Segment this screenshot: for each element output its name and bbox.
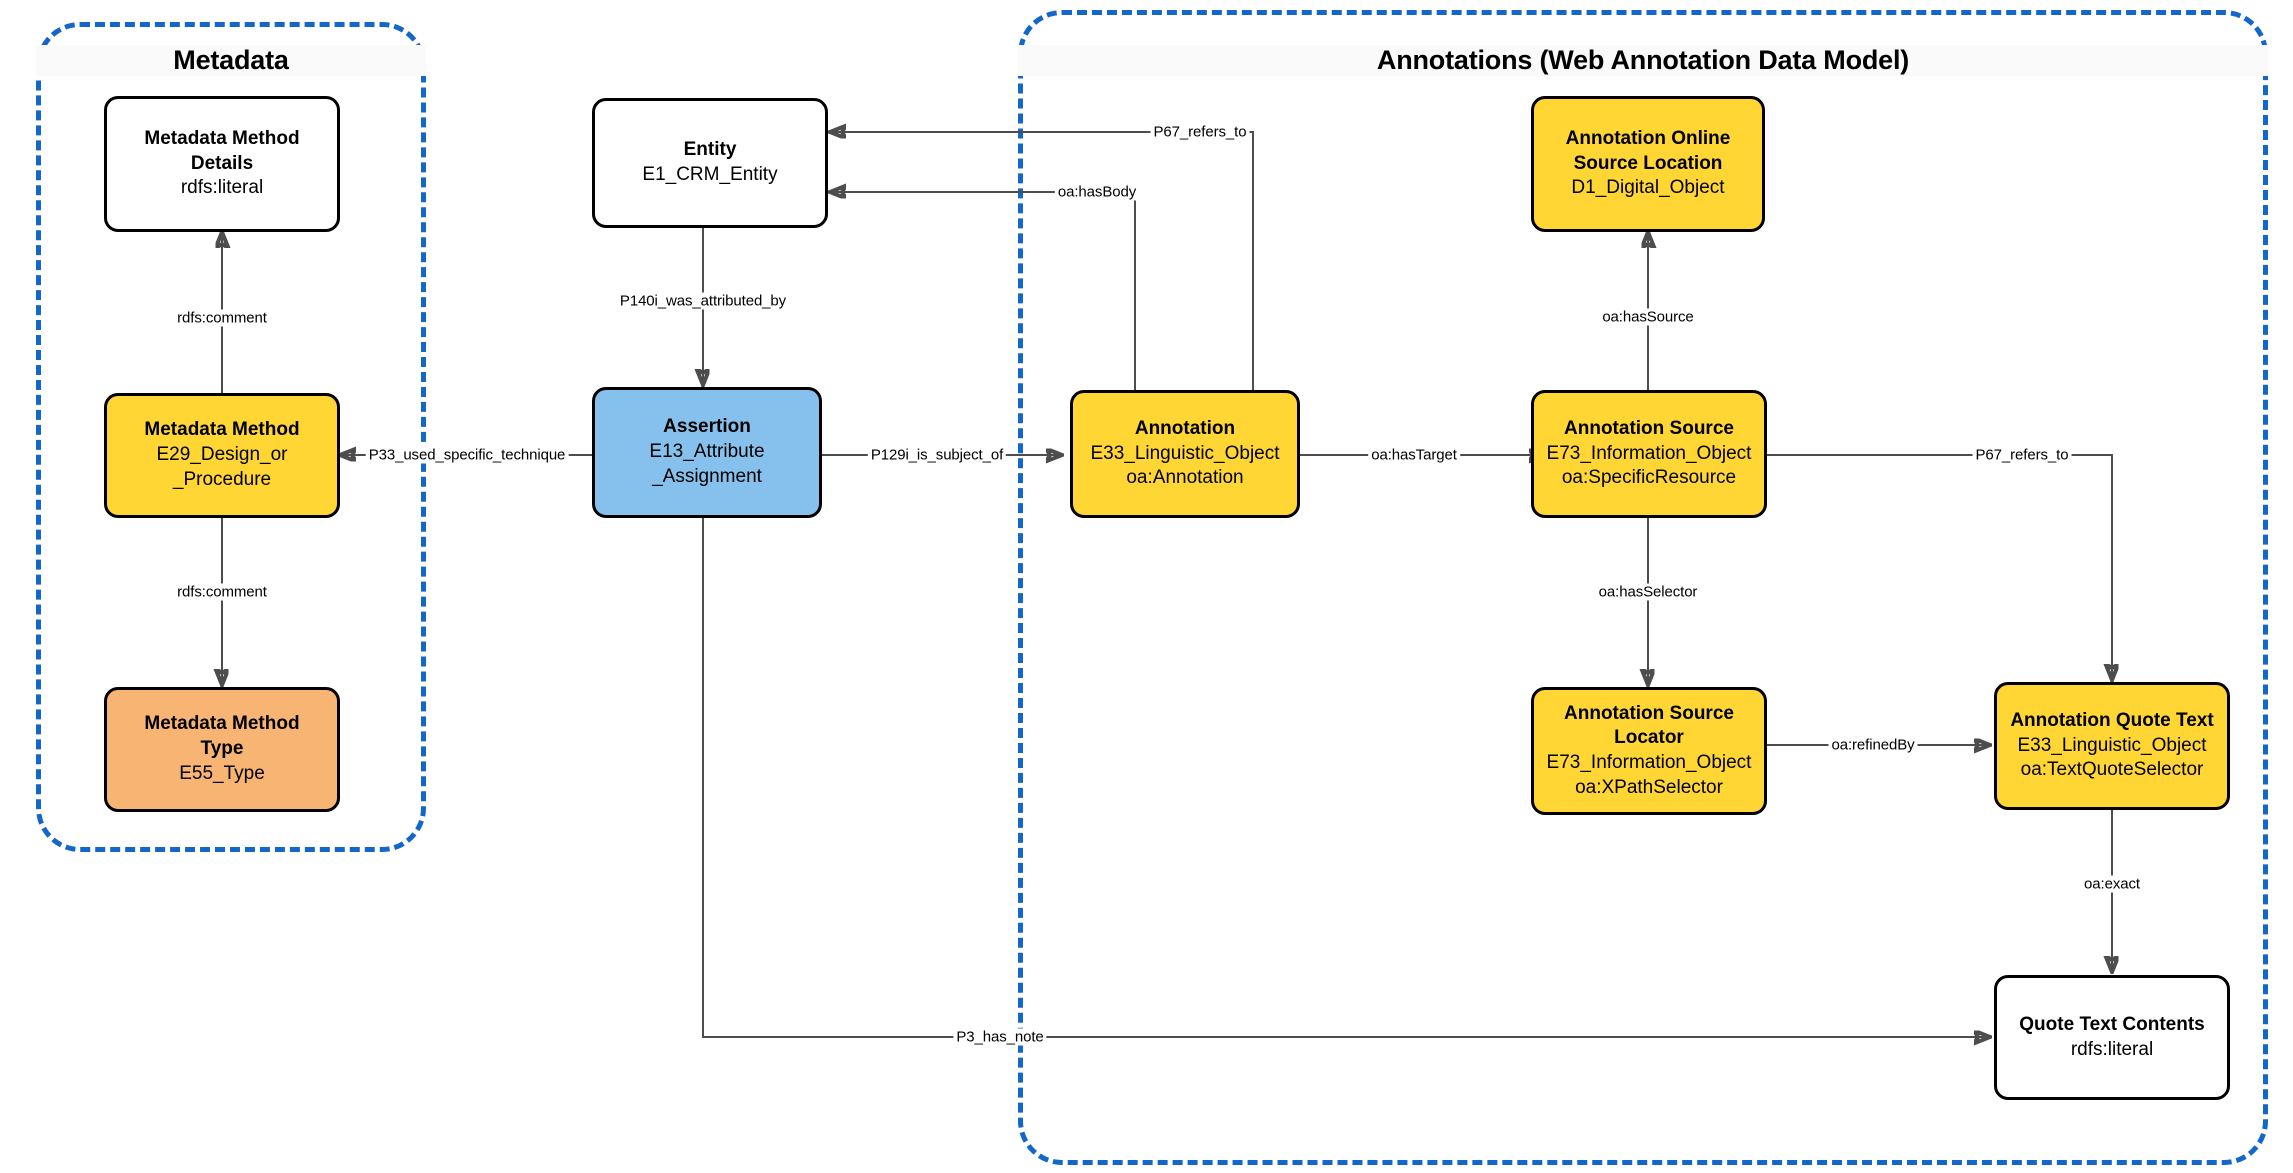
node-line: E73_Information_Object (1546, 752, 1752, 773)
group-metadata-title: Metadata (36, 45, 426, 76)
node-line: oa:SpecificResource (1561, 467, 1737, 489)
edge-label-p67-refers-to-entity: P67_refers_to (1150, 123, 1250, 141)
node-metadata-method-type[interactable]: Metadata Method Type E55_Type (104, 687, 340, 812)
node-line: Annotation Source (1564, 702, 1734, 724)
node-metadata-method[interactable]: Metadata Method E29_Design_or _Procedure (104, 393, 340, 518)
edge-label-p33-used-specific-technique: P33_used_specific_technique (365, 446, 569, 464)
edge-label-oa-hastarget: oa:hasTarget (1368, 446, 1460, 464)
node-line: Annotation Online (1565, 127, 1731, 149)
group-metadata (36, 22, 426, 852)
node-entity[interactable]: Entity E1_CRM_Entity (592, 98, 828, 228)
node-line: _Assignment (652, 465, 762, 487)
node-line: Metadata Method (144, 713, 300, 735)
edge-label-p67-refers-to-quote: P67_refers_to (1972, 446, 2072, 464)
node-line: Metadata Method (144, 127, 300, 149)
node-line: E13_Attribute (649, 441, 765, 463)
node-annotation-quote-text[interactable]: Annotation Quote Text E33_Linguistic_Obj… (1994, 682, 2230, 810)
node-line: D1_Digital_Object (1571, 177, 1725, 199)
node-line: Assertion (663, 416, 751, 438)
node-line: Entity (683, 139, 737, 161)
node-line: E73_Information_Object (1546, 442, 1752, 464)
node-line: Quote Text Contents (2019, 1013, 2205, 1035)
node-line: Source Location (1573, 152, 1723, 174)
node-line: _Procedure (172, 468, 272, 490)
edge-label-oa-hasbody: oa:hasBody (1054, 183, 1140, 201)
node-line: Annotation Quote Text (2010, 709, 2214, 731)
node-line: E33_Linguistic_Object (1090, 442, 1280, 464)
node-line: rdfs:literal (2070, 1038, 2154, 1060)
node-line: oa:Annotation (1126, 467, 1244, 489)
node-line: Metadata Method (144, 419, 300, 441)
node-annotation-source-locator[interactable]: Annotation Source Locator E73_Informatio… (1531, 687, 1767, 815)
node-line: E33_Linguistic_Object (2017, 734, 2207, 756)
node-annotation[interactable]: Annotation E33_Linguistic_Object oa:Anno… (1070, 390, 1300, 518)
node-line: Annotation (1134, 417, 1236, 439)
node-annotation-source[interactable]: Annotation Source E73_Information_Object… (1531, 390, 1767, 518)
node-line: rdfs:literal (180, 177, 264, 199)
group-annotations-title: Annotations (Web Annotation Data Model) (1018, 45, 2268, 76)
edge-label-rdfs-comment-type: rdfs:comment (174, 583, 270, 601)
node-line: Details (190, 152, 254, 174)
node-line: Locator (1614, 727, 1684, 749)
edge-label-p140i-was-attributed-by: P140i_was_attributed_by (616, 292, 790, 310)
edge-label-p129i-is-subject-of: P129i_is_subject_of (867, 446, 1007, 464)
node-assertion[interactable]: Assertion E13_Attribute _Assignment (592, 387, 822, 518)
node-metadata-method-details[interactable]: Metadata Method Details rdfs:literal (104, 96, 340, 232)
node-line: oa:XPathSelector (1575, 776, 1723, 798)
node-annotation-online-source-location[interactable]: Annotation Online Source Location D1_Dig… (1531, 96, 1765, 232)
node-line: oa:TextQuoteSelector (2020, 759, 2204, 781)
edge-label-oa-refinedby: oa:refinedBy (1828, 736, 1918, 754)
node-line: E55_Type (179, 762, 265, 784)
edge-label-p3-has-note: P3_has_note (953, 1028, 1047, 1046)
node-quote-text-contents[interactable]: Quote Text Contents rdfs:literal (1994, 975, 2230, 1100)
edge-label-oa-hassource: oa:hasSource (1599, 308, 1697, 326)
node-line: Annotation Source (1564, 417, 1734, 439)
edge-label-oa-exact: oa:exact (2081, 875, 2143, 893)
node-line: E29_Design_or (156, 444, 288, 466)
node-line: E1_CRM_Entity (642, 164, 778, 185)
node-line: Type (200, 738, 244, 760)
edge-label-oa-hasselector: oa:hasSelector (1595, 583, 1701, 601)
edge-label-rdfs-comment-details: rdfs:comment (174, 309, 270, 327)
